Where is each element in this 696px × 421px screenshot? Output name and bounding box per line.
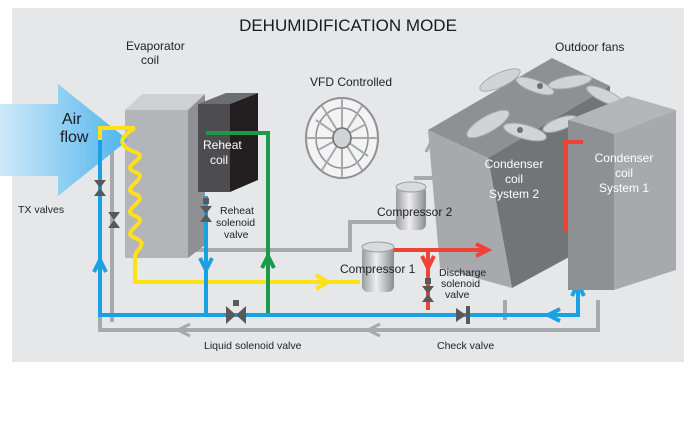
discharge-valve-label-line2: solenoid: [441, 278, 480, 290]
tx-valve-2: [108, 212, 120, 228]
reheat-coil-label-line2: coil: [210, 153, 228, 167]
tx-valve-1: [94, 180, 106, 196]
reheat-valve-label-line3: valve: [224, 229, 249, 241]
condenser2-label-line2: coil: [505, 172, 523, 186]
reheat-valve-label-line2: solenoid: [216, 217, 255, 229]
reheat-coil: Reheat coil: [198, 93, 258, 192]
condenser-coil-system-1: Condenser coil System 1: [568, 96, 676, 290]
compressor-1: [361, 241, 395, 292]
liquid-valve-label: Liquid solenoid valve: [204, 340, 302, 352]
reheat-solenoid-valve: [200, 198, 212, 222]
reheat-valve-label-line1: Reheat: [220, 205, 254, 217]
vfd-fan: [305, 97, 379, 179]
reheat-coil-label-line1: Reheat: [203, 138, 242, 152]
check-valve-label: Check valve: [437, 340, 494, 352]
check-valve: [456, 306, 470, 324]
outdoor-fans: [466, 68, 624, 142]
compressor-2-label: Compressor 2: [377, 205, 453, 219]
condenser2-label-line3: System 2: [489, 187, 539, 201]
airflow-label-line2: flow: [60, 129, 89, 146]
evaporator-label-line1: Evaporator: [126, 39, 185, 53]
condenser2-label-line1: Condenser: [485, 157, 544, 171]
airflow-arrow: Air flow: [0, 84, 128, 196]
evaporator-coil: [125, 94, 205, 258]
vfd-label: VFD Controlled: [310, 75, 392, 89]
evaporator-label-line2: coil: [141, 53, 159, 67]
outdoor-fans-label: Outdoor fans: [555, 40, 624, 54]
discharge-solenoid-valve: [422, 278, 434, 302]
diagram-title: DEHUMIDIFICATION MODE: [239, 16, 457, 35]
compressor-2: [395, 181, 427, 230]
condenser1-label-line1: Condenser: [595, 151, 654, 165]
liquid-solenoid-valve: [226, 300, 246, 324]
discharge-valve-label-line3: valve: [445, 289, 470, 301]
tx-valves-label: TX valves: [18, 204, 64, 216]
condenser1-label-line3: System 1: [599, 181, 649, 195]
discharge-valve-label-line1: Discharge: [439, 267, 486, 279]
airflow-label-line1: Air: [62, 111, 82, 128]
condenser1-label-line2: coil: [615, 166, 633, 180]
compressor-1-label: Compressor 1: [340, 262, 416, 276]
